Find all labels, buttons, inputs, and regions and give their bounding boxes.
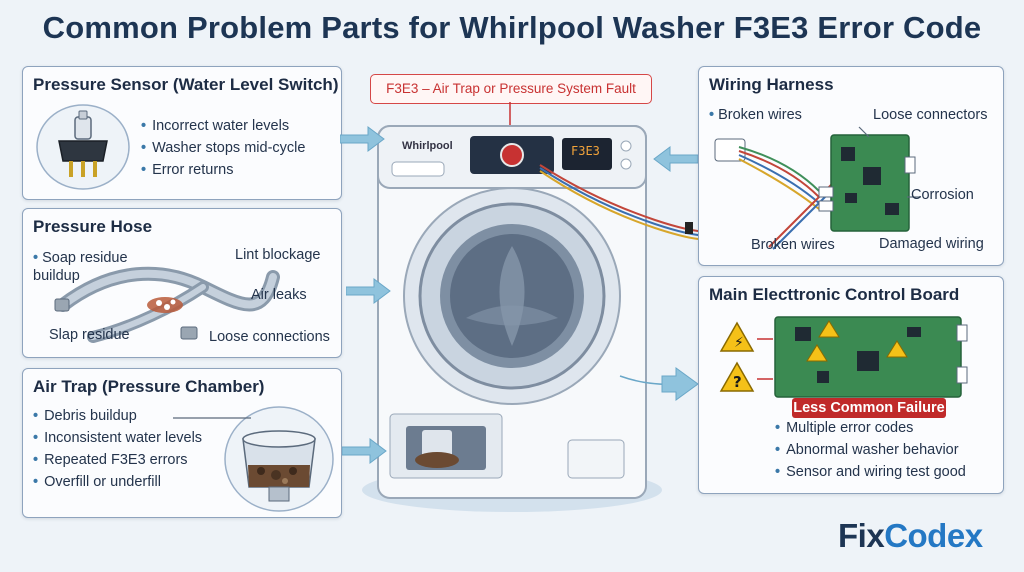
pressure-sensor-image	[36, 104, 130, 190]
wiring-harness-title: Wiring Harness	[709, 75, 834, 94]
list-item: •Washer stops mid-cycle	[141, 140, 306, 156]
arrow-to-washer-1	[340, 126, 385, 152]
damaged-wiring-label: Damaged wiring	[879, 236, 984, 252]
air-leaks-label: Air leaks	[251, 287, 307, 303]
less-common-failure-badge: Less Common Failure	[792, 398, 946, 418]
list-item: •Repeated F3E3 errors	[33, 452, 188, 468]
soap-residue-label: Slap residue	[49, 327, 130, 343]
air-trap-image	[224, 406, 334, 512]
washer-display-label: F3E3	[571, 144, 600, 158]
lint-blockage-label: Lint blockage	[235, 247, 321, 263]
air-trap-symptoms: •Debris buildup •Inconsistent water leve…	[33, 405, 202, 493]
arrow-to-washer-3	[342, 438, 387, 464]
broken-wires-top-label: • Broken wires	[709, 107, 802, 123]
wire-bundle	[539, 164, 724, 240]
control-board-symptoms: •Multiple error codes •Abnormal washer b…	[775, 417, 966, 483]
arrow-to-washer-2	[346, 278, 391, 304]
pressure-hose-title: Pressure Hose	[33, 217, 153, 236]
pressure-sensor-symptoms: •Incorrect water levels •Washer stops mi…	[141, 115, 305, 181]
list-item: •Inconsistent water levels	[33, 430, 203, 446]
wiring-harness-image	[714, 126, 921, 250]
broken-wires-bottom-label: Broken wires	[751, 237, 835, 253]
list-item: •Multiple error codes	[775, 420, 914, 436]
list-item: •Debris buildup	[33, 408, 137, 424]
control-board-title: Main Electtronic Control Board	[709, 285, 960, 304]
loose-connectors-label: Loose connectors	[873, 107, 988, 123]
control-board-image: ⚡ ?	[719, 316, 968, 398]
washer-brand-label: Whirlpool	[402, 140, 453, 152]
svg-text:?: ?	[733, 373, 742, 391]
pressure-sensor-title: Pressure Sensor (Water Level Switch)	[33, 75, 339, 94]
arrow-to-board	[619, 367, 699, 401]
pressure-sensor-panel: Pressure Sensor (Water Level Switch) •In…	[22, 66, 342, 200]
pressure-hose-image	[54, 266, 280, 343]
air-trap-title: Air Trap (Pressure Chamber)	[33, 377, 265, 396]
list-item: •Error returns	[141, 162, 234, 178]
corrosion-label: Corrosion	[911, 187, 974, 203]
air-trap-panel: Air Trap (Pressure Chamber) •Debris buil…	[22, 368, 342, 518]
page-title: Common Problem Parts for Whirlpool Washe…	[42, 10, 982, 45]
soap-buildup-label: • Soap residue buildup	[33, 250, 128, 284]
list-item: •Abnormal washer behavior	[775, 442, 959, 458]
fixcodex-logo: FixCodex	[838, 517, 983, 554]
svg-text:⚡: ⚡	[734, 335, 744, 351]
loose-connections-label: Loose connections	[209, 329, 330, 345]
washer-illustration	[362, 125, 662, 512]
list-item: •Incorrect water levels	[141, 118, 290, 134]
list-item: •Sensor and wiring test good	[775, 464, 966, 480]
pressure-hose-panel: Pressure Hose • Soap residue buildup Lin…	[22, 208, 342, 358]
fault-code-label: F3E3 – Air Trap or Pressure System Fault	[370, 74, 652, 104]
control-board-panel: Main Electtronic Control Board ⚡ ? •Mult…	[698, 276, 1004, 494]
wiring-harness-panel: Wiring Harness • Broken wires Loose conn…	[698, 66, 1004, 266]
debris-leader-line	[173, 417, 251, 419]
list-item: •Overfill or underfill	[33, 474, 161, 490]
arrow-from-wiring	[653, 146, 698, 172]
